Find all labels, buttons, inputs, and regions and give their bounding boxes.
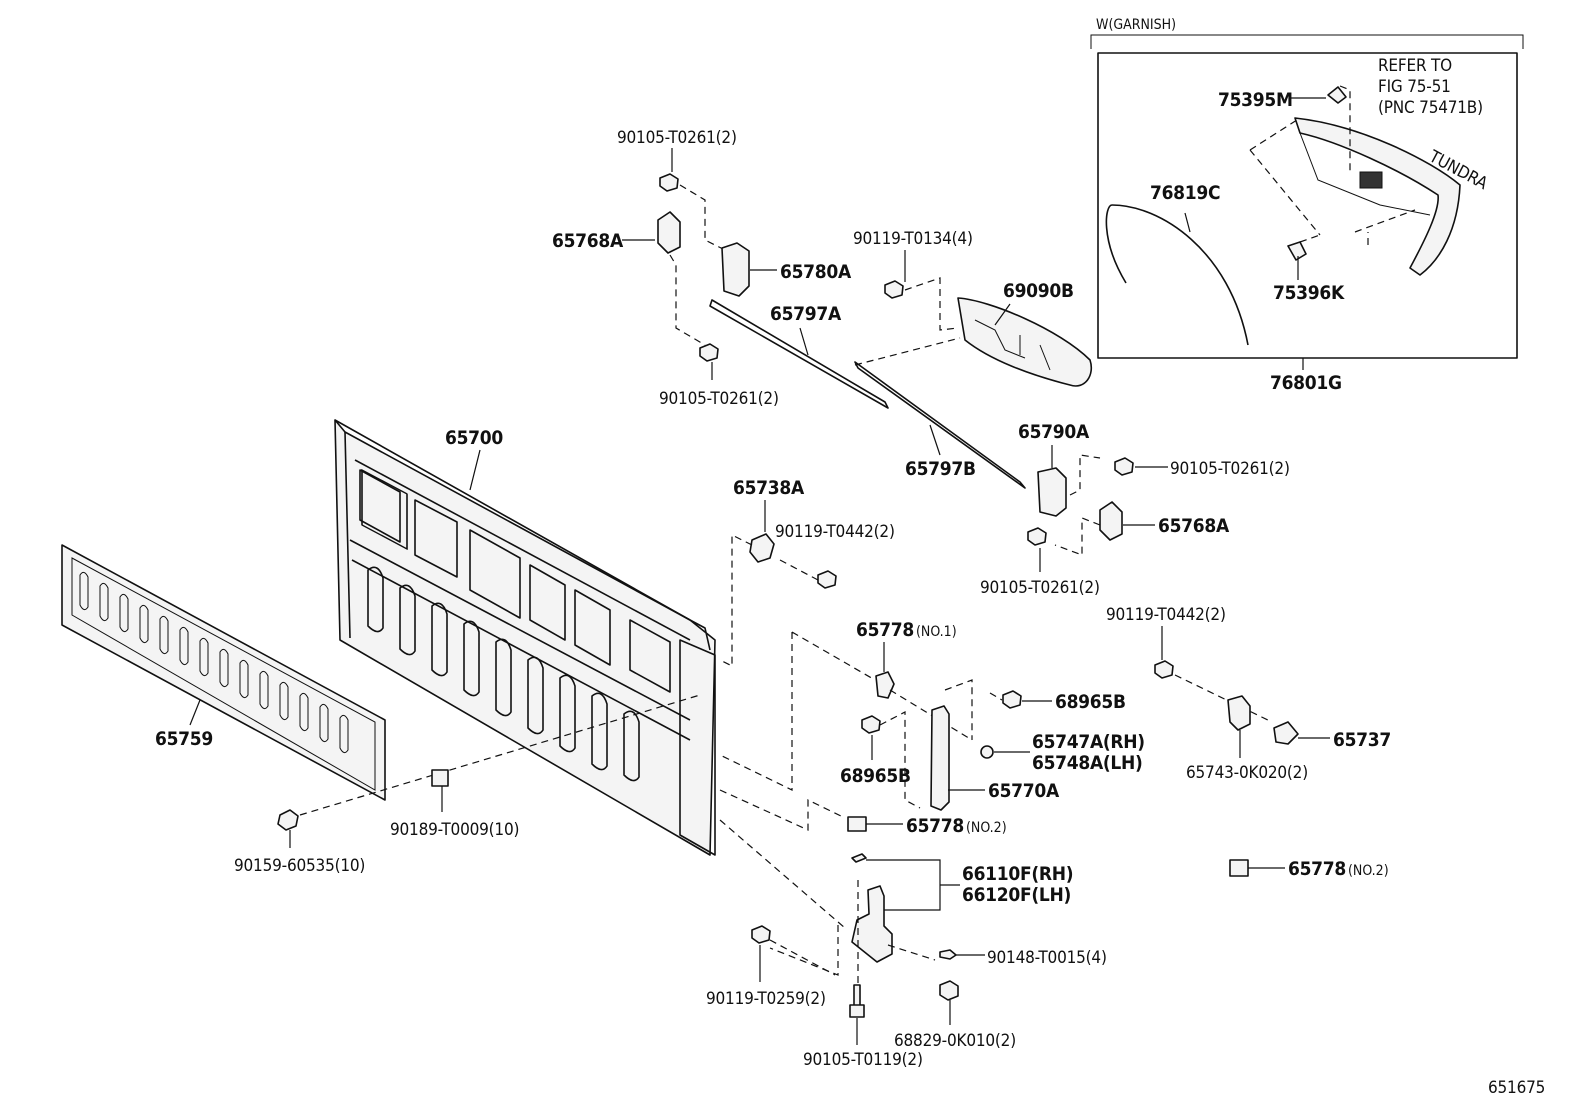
pin-66110f-shape (851, 853, 867, 863)
label-65797a: 65797A (770, 303, 842, 325)
bracket-65768a-b-shape (1099, 501, 1123, 541)
label-66110f: 66110F(RH) (962, 863, 1073, 885)
label-90119-t0259: 90119-T0259(2) (706, 989, 826, 1009)
clip-65778-no2-a-shape (847, 816, 867, 832)
label-65748a: 65748A(LH) (1032, 752, 1143, 774)
rod-65797a-shape (709, 299, 889, 409)
label-90119-t0134: 90119-T0134(4) (853, 229, 973, 249)
label-65778-no2-a: (NO.2) (966, 820, 1007, 836)
bracket-65743-shape (1227, 695, 1251, 731)
label-90105-d: 90105-T0261(2) (980, 578, 1100, 598)
label-65790a: 65790A (1018, 421, 1090, 443)
clip-90189-shape (431, 769, 449, 787)
nut-68829-shape (939, 980, 959, 1001)
bracket-65768a-a-shape (657, 211, 681, 254)
bolt-90105-c-shape (1114, 457, 1134, 476)
bolt-90105-t0119-shape (849, 984, 865, 1018)
bolt-90119-t0442-b-shape (1154, 660, 1174, 679)
label-90105-a: 90105-T0261(2) (617, 128, 737, 148)
label-90119-t0442-a: 90119-T0442(2) (775, 522, 895, 542)
label-90189: 90189-T0009(10) (390, 820, 519, 840)
label-65770a: 65770A (988, 780, 1060, 802)
label-65743: 65743-0K020(2) (1186, 763, 1308, 783)
bolt-90119-t0259-shape (751, 925, 771, 944)
bolt-90119-t0134-shape (884, 280, 904, 299)
label-65778-no1: (NO.1) (916, 624, 957, 640)
cable-65770a-shape (930, 705, 950, 811)
bracket-65737-shape (1273, 721, 1299, 745)
label-68965b-a: 68965B (1055, 691, 1126, 713)
garnish-header: W(GARNISH) (1096, 17, 1176, 33)
bolt-90159-shape (277, 809, 299, 831)
hinge-66110f-shape (851, 885, 893, 963)
refer-note-line-2: FIG 75-51 (1378, 77, 1451, 97)
label-76819c: 76819C (1150, 182, 1220, 204)
refer-note-line-1: REFER TO (1378, 56, 1452, 76)
label-90119-t0442-b: 90119-T0442(2) (1106, 605, 1226, 625)
label-65778-a: 65778 (856, 619, 914, 641)
label-90105-t0119: 90105-T0119(2) (803, 1050, 923, 1070)
clip-75395m-shape (1327, 86, 1347, 104)
figure-number: 651675 (1488, 1078, 1545, 1098)
bracket-65738a-shape (749, 533, 775, 563)
label-65778-c: 65778 (1288, 858, 1346, 880)
clip-75396k-shape (1287, 241, 1307, 261)
label-65737: 65737 (1333, 729, 1391, 751)
label-65797b: 65797B (905, 458, 976, 480)
lock-65780a-shape (721, 242, 750, 297)
label-90148: 90148-T0015(4) (987, 948, 1107, 968)
refer-note-line-3: (PNC 75471B) (1378, 98, 1483, 118)
rod-65797b-shape (854, 361, 1026, 489)
bolt-90105-d-shape (1027, 527, 1047, 546)
label-65759: 65759 (155, 728, 213, 750)
label-68965b-b: 68965B (840, 765, 911, 787)
bolt-68965b-a-shape (1002, 690, 1022, 709)
label-75395m: 75395M (1218, 89, 1293, 111)
label-65700: 65700 (445, 427, 503, 449)
label-65768a-b: 65768A (1158, 515, 1230, 537)
clip-65778-no1-shape (875, 671, 895, 699)
label-65738a: 65738A (733, 477, 805, 499)
bolt-90119-t0442-a-shape (817, 570, 837, 589)
bolt-90148-shape (939, 949, 957, 960)
clip-65778-no2-b-shape (1229, 859, 1249, 877)
label-65768a-a: 65768A (552, 230, 624, 252)
washer-65747a-shape (980, 745, 994, 759)
label-75396k: 75396K (1273, 282, 1345, 304)
label-68829: 68829-0K010(2) (894, 1031, 1016, 1051)
label-66120f: 66120F(LH) (962, 884, 1071, 906)
garnish-box (1097, 52, 1518, 359)
label-65780a: 65780A (780, 261, 852, 283)
label-65778-no2-b: (NO.2) (1348, 863, 1389, 879)
tailgate-panel-65700 (334, 419, 716, 856)
bolt-68965b-b-shape (861, 715, 881, 734)
label-65778-b: 65778 (906, 815, 964, 837)
label-90105-b: 90105-T0261(2) (659, 389, 779, 409)
lock-65790a-shape (1037, 467, 1067, 517)
label-90105-c: 90105-T0261(2) (1170, 459, 1290, 479)
label-65747a: 65747A(RH) (1032, 731, 1145, 753)
seal-76819c-shape (1105, 204, 1249, 346)
garnish-cover-shape (1294, 117, 1461, 276)
label-90159: 90159-60535(10) (234, 856, 365, 876)
label-76801g: 76801G (1270, 372, 1342, 394)
label-69090b: 69090B (1003, 280, 1074, 302)
handle-69090b-shape (957, 297, 1092, 387)
protector-65759 (61, 544, 386, 801)
bolt-90105-b-shape (699, 343, 719, 362)
bolt-90105-a-shape (659, 173, 679, 192)
garnish-group: W(GARNISH) REFER TO FIG 75-51 (PNC 75471… (1090, 17, 1524, 394)
